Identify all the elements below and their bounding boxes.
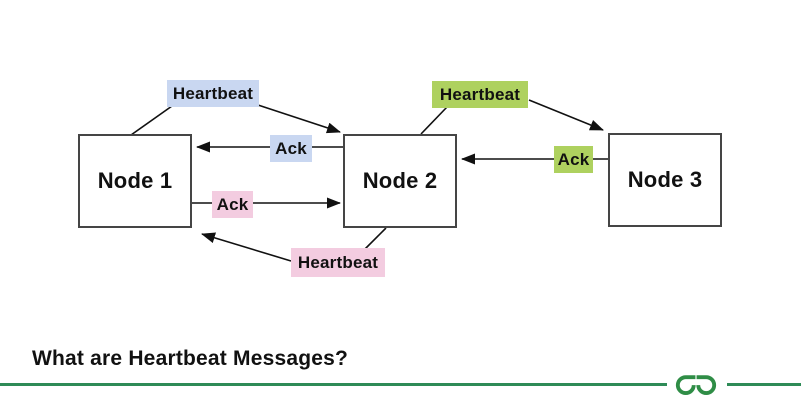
ack-label-node2-node1: Ack <box>270 135 312 162</box>
ack-label-node1-node2: Ack <box>212 191 253 218</box>
footer-divider-right <box>727 383 801 386</box>
ack-label-node3-node2: Ack <box>554 146 593 173</box>
line-heartbeat-node2-to-label-bottom <box>363 227 387 251</box>
heartbeat-label-node2-node1: Heartbeat <box>291 248 385 277</box>
node-2-box: Node 2 <box>343 134 457 228</box>
geeksforgeeks-logo-icon <box>675 375 717 395</box>
arrow-heartbeat-label-to-node2 <box>257 104 341 134</box>
arrow-heartbeat-label-to-node1 <box>201 232 292 262</box>
page-title: What are Heartbeat Messages? <box>32 347 349 370</box>
heartbeat-label-node1-node2: Heartbeat <box>167 80 259 107</box>
line-heartbeat-node2-to-label <box>420 106 448 135</box>
line-heartbeat-node1-to-label <box>130 105 173 136</box>
footer-divider-left <box>0 383 667 386</box>
node-3-box: Node 3 <box>608 133 722 227</box>
arrow-heartbeat-label-to-node3 <box>528 99 604 131</box>
node-1-box: Node 1 <box>78 134 192 228</box>
heartbeat-label-node2-node3: Heartbeat <box>432 81 528 108</box>
